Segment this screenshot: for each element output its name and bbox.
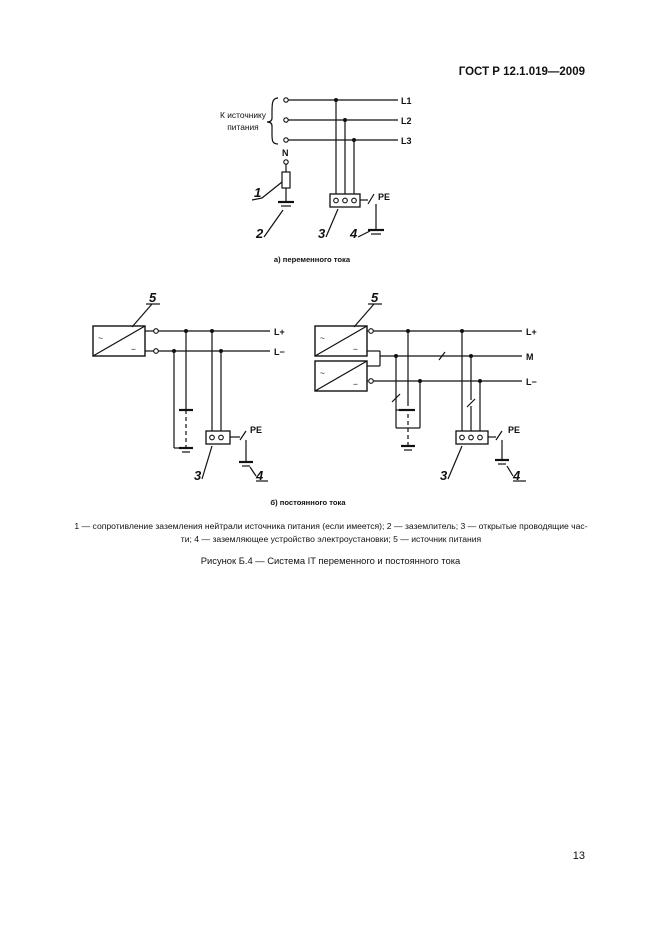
legend-line-2: ти; 4 — заземляющее устройство электроус… <box>180 534 482 544</box>
label-l2: L2 <box>401 116 412 126</box>
label-l3: L3 <box>401 136 412 146</box>
callout-2: 2 <box>255 226 264 241</box>
label-neutral: N <box>282 148 289 158</box>
figure-legend: 1 — сопротивление заземления нейтрали ис… <box>40 520 622 546</box>
label-pe-right: PE <box>508 425 520 435</box>
ac-symbol-left: ~ <box>98 333 103 343</box>
label-l-minus-right: L− <box>526 377 537 387</box>
label-pe-left: PE <box>250 425 262 435</box>
figure-b-left-dc-diagram: ~ − L+ L− PE 5 3 <box>92 290 285 483</box>
callout-3-left: 3 <box>194 468 202 483</box>
figure-caption: Рисунок Б.4 — Система IT переменного и п… <box>200 555 461 566</box>
figure-b-right-dc-diagram: ~ − ~ − L+ M L− <box>314 290 537 483</box>
label-m-right: M <box>526 352 534 362</box>
label-l-minus-left: L− <box>274 347 285 357</box>
source-label-line2: питания <box>227 122 258 132</box>
label-pe-a: PE <box>378 192 390 202</box>
document-id: ГОСТ Р 12.1.019—2009 <box>458 66 585 78</box>
label-l1: L1 <box>401 96 412 106</box>
dc-symbol-right: − <box>353 344 358 354</box>
callout-4-left: 4 <box>255 468 264 483</box>
page-number: 13 <box>572 850 585 862</box>
terminal-l3 <box>283 137 289 143</box>
terminal-l2 <box>283 117 289 123</box>
source-brace <box>266 97 279 145</box>
ac-symbol-right: ~ <box>320 333 325 343</box>
terminal-neutral <box>283 159 289 165</box>
callout-3-right: 3 <box>440 468 448 483</box>
callout-4-right: 4 <box>512 468 521 483</box>
callout-4: 4 <box>349 226 358 241</box>
terminal-l1 <box>283 97 289 103</box>
legend-line-1: 1 — сопротивление заземления нейтрали ис… <box>74 521 588 531</box>
subcaption-a: а) переменного тока <box>274 255 351 264</box>
callout-1: 1 <box>254 185 261 200</box>
callout-5-right: 5 <box>371 290 379 305</box>
ac-symbol-right-2: ~ <box>320 368 325 378</box>
label-l-plus-right: L+ <box>526 327 537 337</box>
callout-5-left: 5 <box>149 290 157 305</box>
dc-symbol-right-2: − <box>353 379 358 389</box>
neutral-resistor <box>281 171 291 189</box>
callout-3: 3 <box>318 226 326 241</box>
source-label-line1: К источнику <box>220 110 267 120</box>
dc-symbol-left: − <box>131 344 136 354</box>
subcaption-b: б) постоянного тока <box>270 498 346 507</box>
figure-a-ac-diagram: К источнику питания L1 L2 L3 N <box>220 96 411 264</box>
label-l-plus-left: L+ <box>274 327 285 337</box>
